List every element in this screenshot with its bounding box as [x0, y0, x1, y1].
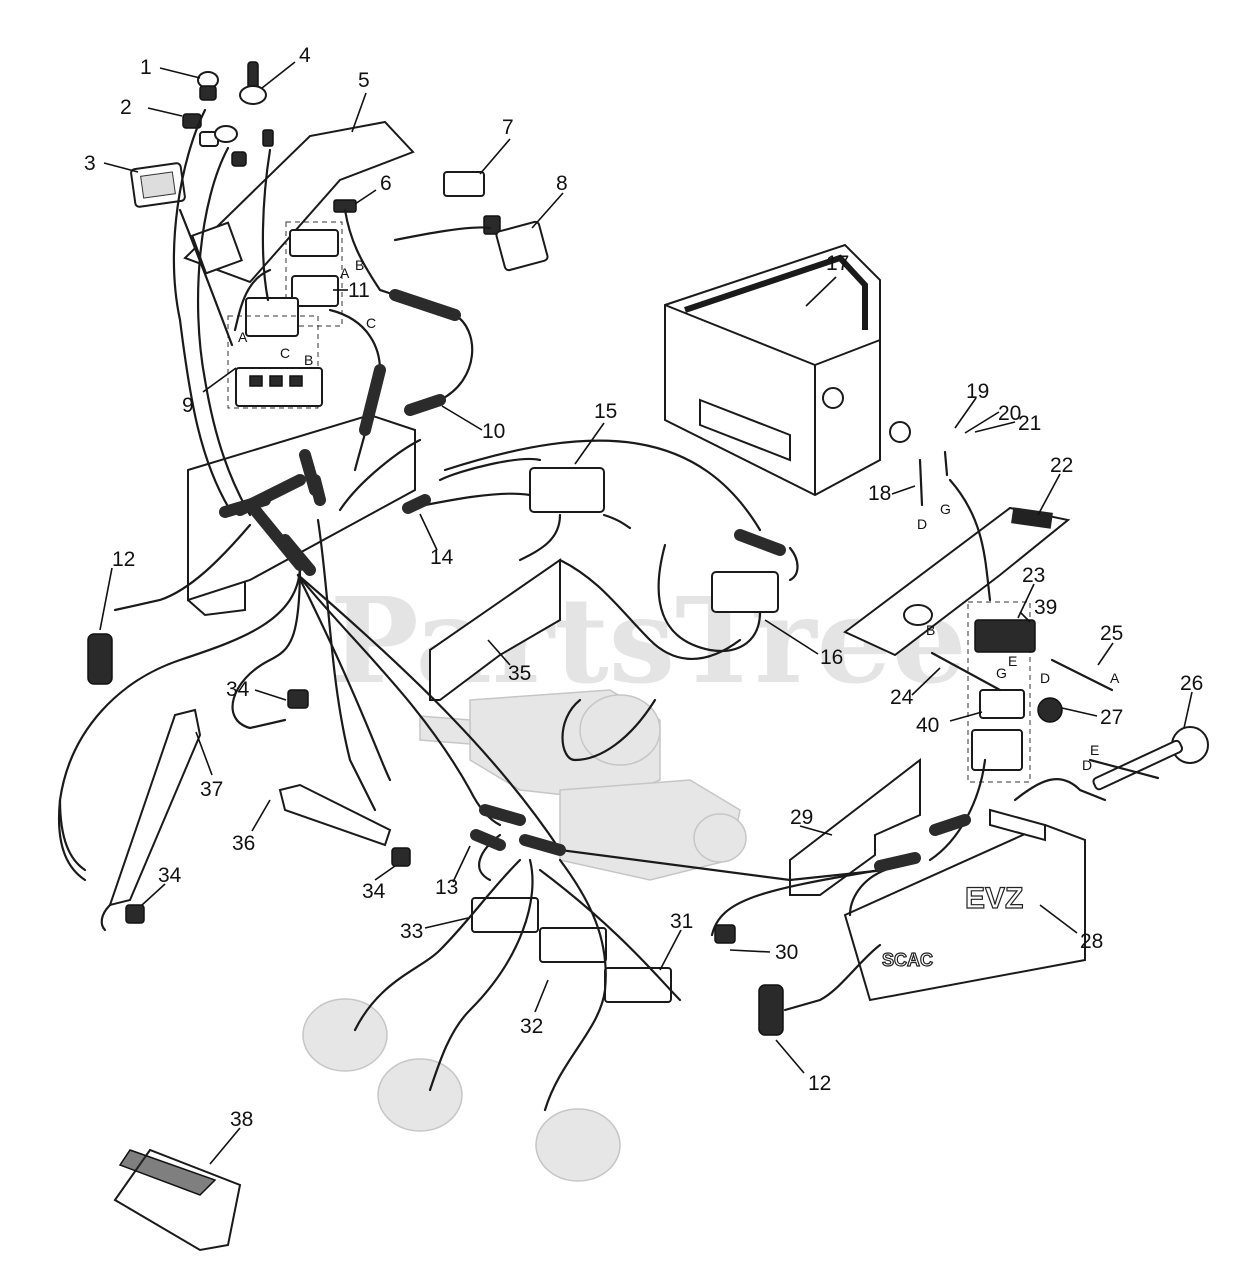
callout-34-lower: 34 [158, 864, 182, 887]
sensors-and-levers [87, 633, 1209, 1036]
callout-24: 24 [890, 686, 914, 709]
callout-3: 3 [84, 152, 96, 175]
callout-10: 10 [482, 420, 505, 443]
callout-23: 23 [1022, 564, 1045, 587]
callout-1: 1 [140, 56, 152, 79]
letter-right-b: B [926, 622, 935, 638]
battery-pack [664, 243, 911, 497]
callout-40: 40 [916, 714, 939, 737]
control-panel-cover [183, 120, 415, 284]
transaxle-assembly [419, 689, 747, 881]
contactor-assembly [967, 601, 1063, 783]
deck-motors [302, 998, 621, 1182]
letter-lower-b: B [304, 352, 313, 368]
callout-20: 20 [998, 402, 1021, 425]
letter-far-e: E [1090, 742, 1099, 758]
callout-33: 33 [400, 920, 423, 943]
display-module [130, 162, 186, 208]
callout-leaders [99, 61, 1193, 1165]
letter-battery-d: D [917, 516, 927, 532]
letter-upper-b: B [355, 257, 364, 273]
callout-38: 38 [230, 1108, 253, 1131]
motor-controllers [471, 467, 779, 1003]
callout-12-right: 12 [808, 1072, 831, 1095]
letter-right-a: A [1110, 670, 1120, 686]
callout-28: 28 [1080, 930, 1103, 953]
callout-36: 36 [232, 832, 255, 855]
callout-22: 22 [1050, 454, 1073, 477]
letter-right-g: G [996, 665, 1007, 681]
callout-17: 17 [826, 252, 849, 275]
callout-15: 15 [594, 400, 617, 423]
letter-right-d: D [1040, 670, 1050, 686]
right-chassis-guard: EVZ SCAC [843, 808, 1086, 1002]
evz-logo: EVZ [965, 882, 1023, 915]
callout-9: 9 [182, 394, 194, 417]
callout-21: 21 [1018, 412, 1041, 435]
battery-charger [113, 1148, 242, 1252]
right-control-cover [843, 506, 1071, 657]
connector-letters: A B C A B C D G B G E D A E D [238, 257, 1120, 773]
callout-37: 37 [200, 778, 223, 801]
battery-cables [918, 450, 1160, 780]
callout-35: 35 [508, 662, 531, 685]
callout-4: 4 [299, 44, 311, 67]
callout-27: 27 [1100, 706, 1123, 729]
rear-plate [789, 757, 921, 896]
callout-34-upper: 34 [226, 678, 250, 701]
callout-2: 2 [120, 96, 132, 119]
callout-numbers: 1 2 3 4 5 6 7 8 9 10 11 12 12 13 14 15 1… [84, 44, 1203, 1131]
callout-14: 14 [430, 546, 454, 569]
letter-lower-c: C [280, 345, 290, 361]
fuse-blocks [227, 221, 343, 409]
callout-11: 11 [348, 279, 370, 302]
callout-25: 25 [1100, 622, 1123, 645]
relay-and-modules [333, 171, 549, 272]
callout-18: 18 [868, 482, 891, 505]
callout-12-left: 12 [112, 548, 135, 571]
callout-7: 7 [502, 116, 514, 139]
letter-battery-g: G [940, 501, 951, 517]
callout-34-middle: 34 [362, 880, 386, 903]
callout-5: 5 [358, 69, 370, 92]
callout-16: 16 [820, 646, 843, 669]
callout-26: 26 [1180, 672, 1203, 695]
callout-30: 30 [775, 941, 798, 964]
letter-right-e: E [1008, 653, 1017, 669]
callout-39: 39 [1034, 596, 1057, 619]
callout-19: 19 [966, 380, 989, 403]
switches [182, 61, 274, 167]
callout-32: 32 [520, 1015, 543, 1038]
letter-lower-a: A [238, 329, 248, 345]
callout-6: 6 [380, 172, 392, 195]
wiring-harness [57, 108, 1107, 1112]
letter-upper-c: C [366, 315, 376, 331]
scac-logo: SCAC [882, 950, 933, 970]
letter-upper-a: A [340, 265, 350, 281]
letter-far-d: D [1082, 757, 1092, 773]
callout-13: 13 [435, 876, 458, 899]
callout-8: 8 [556, 172, 568, 195]
callout-29: 29 [790, 806, 813, 829]
callout-31: 31 [670, 910, 693, 933]
